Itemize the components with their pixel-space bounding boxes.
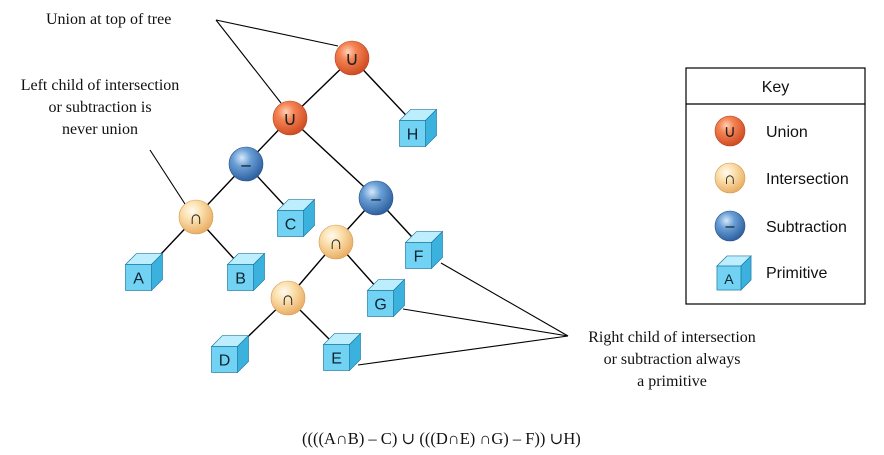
primitive-label: D [219, 352, 231, 369]
node-symbol: – [371, 189, 381, 208]
primitive-label: F [414, 248, 424, 265]
node-intersection-1: ∩ [178, 199, 214, 235]
primitive-label: B [235, 270, 246, 287]
key-label-intersection: Intersection [766, 171, 849, 188]
key-item-intersection: ∩ Intersection [714, 162, 849, 194]
key-label-union: Union [766, 124, 808, 141]
key-title: Key [762, 79, 790, 96]
callout-right-f [440, 262, 569, 337]
annotation-right-child-line1: Right child of intersection [588, 329, 756, 346]
node-symbol: ∩ [281, 289, 295, 310]
primitive-e: E [322, 332, 362, 372]
annotation-union-top: Union at top of tree [46, 11, 171, 28]
key-symbol: – [726, 218, 735, 235]
primitive-label: G [374, 296, 386, 313]
annotations: Union at top of tree Left child of inter… [21, 11, 756, 390]
annotation-right-child-line3: a primitive [637, 373, 707, 390]
node-union-2: ∪ [272, 100, 308, 136]
primitive-label: A [133, 270, 144, 287]
key-label-primitive: Primitive [766, 265, 827, 282]
key-label-subtraction: Subtraction [766, 219, 847, 236]
primitive-label: H [407, 126, 419, 143]
edge-u2-sub2 [289, 117, 377, 199]
key-symbol: ∩ [724, 169, 736, 188]
primitive-b: B [226, 252, 266, 292]
primitive-label: A [724, 271, 734, 287]
operator-nodes: ∪ ∪ – – ∩ ∩ ∩ [178, 40, 394, 316]
key-item-union: ∪ Union [714, 115, 808, 147]
key-item-subtraction: – Subtraction [714, 210, 847, 242]
node-intersection-3: ∩ [270, 280, 306, 316]
node-symbol: ∪ [345, 49, 359, 70]
node-symbol: ∩ [329, 233, 343, 254]
callout-union-to-root [215, 19, 339, 47]
primitive-label: C [285, 216, 297, 233]
node-symbol: – [241, 155, 251, 174]
callout-right-g [402, 308, 569, 337]
primitive-label: E [331, 350, 342, 367]
csg-expression: ((((A∩B) – C) ∪ (((D∩E) ∩G) – F)) ∪H) [302, 429, 581, 448]
callout-right-e [357, 335, 569, 366]
annotation-left-child-line2: or subtraction is [48, 99, 151, 116]
node-symbol: ∩ [189, 208, 203, 229]
key-primitive-cube: A [716, 255, 752, 291]
node-subtraction-2: – [358, 180, 394, 216]
annotation-right-child-line2: or subtraction always [604, 351, 741, 368]
key-legend: Key ∪ Union ∩ Intersection – Subtraction… [685, 67, 866, 305]
primitive-h: H [398, 108, 438, 148]
node-subtraction-1: – [228, 146, 264, 182]
node-union-root: ∪ [334, 40, 370, 76]
annotation-left-child-line3: never union [62, 121, 138, 138]
callout-lines [149, 19, 569, 366]
primitive-a: A [124, 252, 164, 292]
primitive-d: D [210, 334, 250, 374]
node-symbol: ∪ [283, 109, 297, 130]
annotation-left-child-line1: Left child of intersection [21, 77, 180, 94]
node-intersection-2: ∩ [318, 224, 354, 260]
primitive-nodes: A B C D E F G H [124, 108, 444, 374]
primitive-g: G [366, 278, 406, 318]
primitive-f: F [404, 230, 444, 270]
primitive-c: C [276, 198, 316, 238]
callout-left-child [149, 149, 186, 205]
key-symbol: ∪ [724, 122, 736, 141]
key-border [685, 67, 866, 305]
callout-union-to-u2 [215, 19, 282, 104]
key-item-primitive: Primitive A [716, 255, 827, 291]
